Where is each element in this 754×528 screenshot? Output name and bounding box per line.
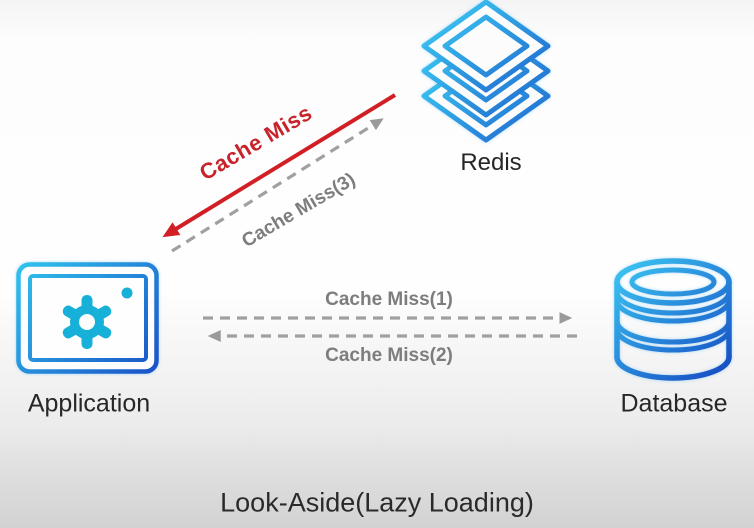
gear-icon: [62, 295, 112, 349]
cache-miss-3-arrow: [171, 118, 384, 253]
status-dot-icon: [121, 287, 133, 299]
redis-label: Redis: [460, 149, 522, 176]
application-label: Application: [27, 389, 151, 418]
cache-miss-2-arrow-label: Cache Miss(2): [325, 345, 453, 366]
application-window-gear-icon: [16, 262, 159, 374]
database-label: Database: [620, 389, 728, 418]
diagram-title: Look-Aside(Lazy Loading): [220, 487, 534, 518]
redis-layers-stack-icon: [421, 0, 551, 143]
cache-miss-1-arrow-label: Cache Miss(1): [325, 289, 453, 310]
cache-miss-arrow: [162, 93, 397, 238]
database-cylinder-icon: [614, 258, 732, 381]
